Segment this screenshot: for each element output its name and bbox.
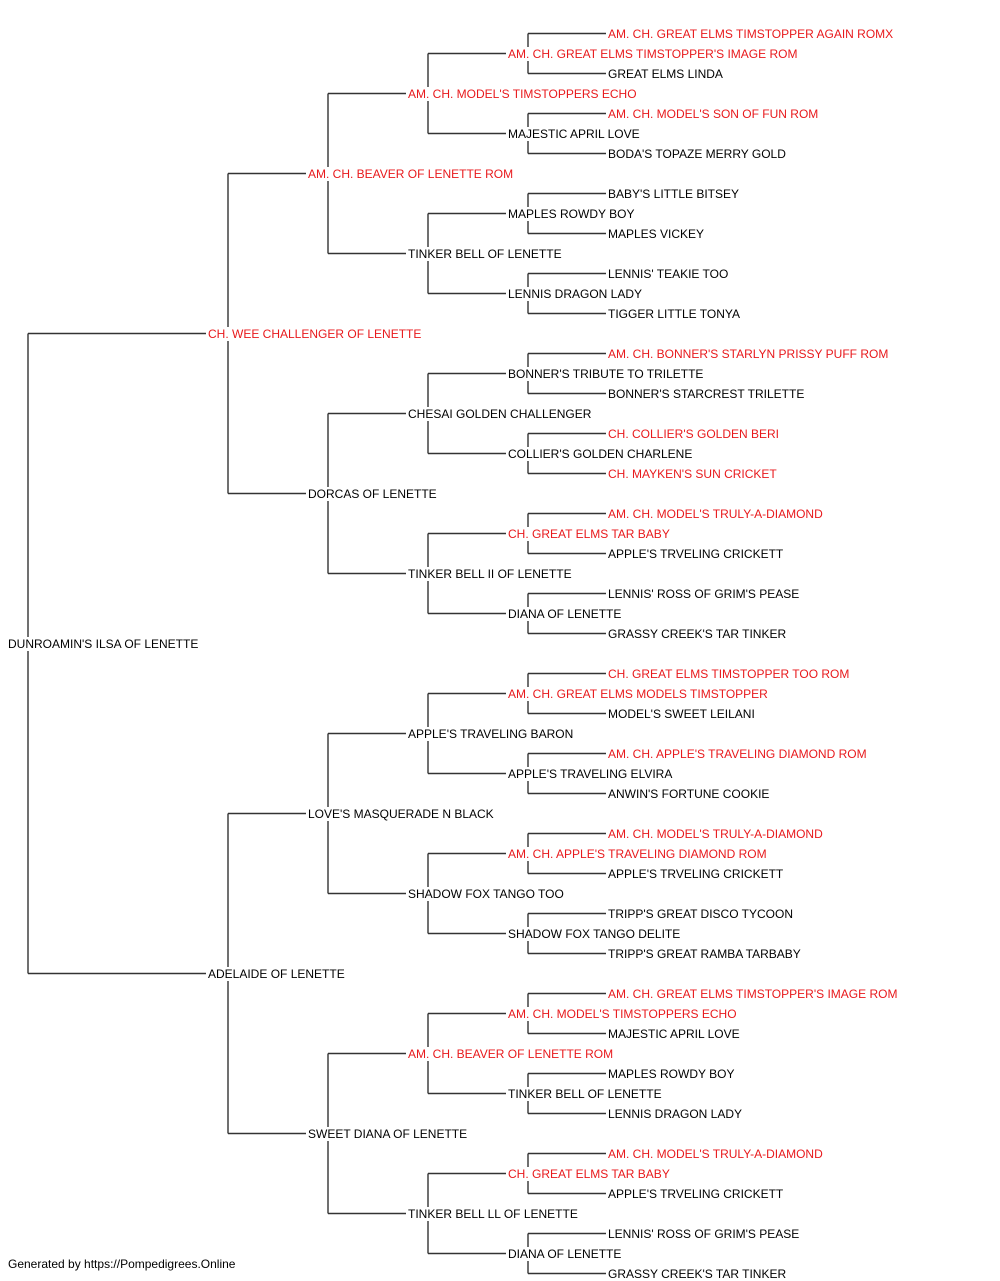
pedigree-entry-gen4: MAPLES ROWDY BOY xyxy=(508,206,635,221)
pedigree-entry-gen5: ANWIN'S FORTUNE COOKIE xyxy=(608,786,770,801)
pedigree-entry-gen5: LENNIS DRAGON LADY xyxy=(608,1106,743,1121)
pedigree-entry-gen5: GREAT ELMS LINDA xyxy=(608,66,723,81)
pedigree-entry-gen4: AM. CH. GREAT ELMS MODELS TIMSTOPPER xyxy=(508,686,768,701)
pedigree-entry-gen5: CH. GREAT ELMS TIMSTOPPER TOO ROM xyxy=(608,666,850,681)
pedigree-entry-gen5: AM. CH. MODEL'S TRULY-A-DIAMOND xyxy=(608,1146,823,1161)
pedigree-entry-gen4: SHADOW FOX TANGO DELITE xyxy=(508,926,681,941)
pedigree-entry-gen5: TIGGER LITTLE TONYA xyxy=(608,306,741,321)
pedigree-entry-gen3: APPLE'S TRAVELING BARON xyxy=(408,726,574,741)
pedigree-entry-gen5: AM. CH. MODEL'S SON OF FUN ROM xyxy=(608,106,819,121)
pedigree-entry-gen4: APPLE'S TRAVELING ELVIRA xyxy=(508,766,673,781)
pedigree-entry-gen1: ADELAIDE OF LENETTE xyxy=(208,966,345,981)
pedigree-entry-gen4: AM. CH. APPLE'S TRAVELING DIAMOND ROM xyxy=(508,846,767,861)
pedigree-entry-gen5: APPLE'S TRVELING CRICKETT xyxy=(608,1186,784,1201)
pedigree-entry-gen3: AM. CH. BEAVER OF LENETTE ROM xyxy=(408,1046,614,1061)
pedigree-entry-gen4: DIANA OF LENETTE xyxy=(508,1246,622,1261)
pedigree-entry-gen4: LENNIS DRAGON LADY xyxy=(508,286,643,301)
pedigree-entry-gen5: LENNIS' TEAKIE TOO xyxy=(608,266,729,281)
pedigree-entry-gen2: SWEET DIANA OF LENETTE xyxy=(308,1126,468,1141)
pedigree-entry-gen2: AM. CH. BEAVER OF LENETTE ROM xyxy=(308,166,514,181)
pedigree-entry-gen4: CH. GREAT ELMS TAR BABY xyxy=(508,1166,670,1181)
pedigree-entry-gen4: COLLIER'S GOLDEN CHARLENE xyxy=(508,446,693,461)
pedigree-entry-gen5: TRIPP'S GREAT RAMBA TARBABY xyxy=(608,946,801,961)
pedigree-entry-gen0: DUNROAMIN'S ILSA OF LENETTE xyxy=(8,637,199,651)
pedigree-entry-gen5: LENNIS' ROSS OF GRIM'S PEASE xyxy=(608,586,800,601)
pedigree-entry-gen5: AM. CH. GREAT ELMS TIMSTOPPER AGAIN ROMX xyxy=(608,26,894,41)
pedigree-entry-gen5: CH. COLLIER'S GOLDEN BERI xyxy=(608,426,779,441)
pedigree-entry-gen3: CHESAI GOLDEN CHALLENGER xyxy=(408,406,592,421)
pedigree-entry-gen5: TRIPP'S GREAT DISCO TYCOON xyxy=(608,906,793,921)
pedigree-entry-gen5: BODA'S TOPAZE MERRY GOLD xyxy=(608,146,786,161)
pedigree-entry-gen3: TINKER BELL II OF LENETTE xyxy=(408,566,572,581)
pedigree-entry-gen5: BONNER'S STARCREST TRILETTE xyxy=(608,386,805,401)
pedigree-entry-gen5: AM. CH. BONNER'S STARLYN PRISSY PUFF ROM xyxy=(608,346,889,361)
pedigree-entry-gen5: AM. CH. APPLE'S TRAVELING DIAMOND ROM xyxy=(608,746,867,761)
pedigree-entry-gen3: SHADOW FOX TANGO TOO xyxy=(408,886,564,901)
pedigree-entry-gen5: MODEL'S SWEET LEILANI xyxy=(608,706,755,721)
pedigree-entry-gen5: AM. CH. GREAT ELMS TIMSTOPPER'S IMAGE RO… xyxy=(608,986,898,1001)
pedigree-entry-gen5: APPLE'S TRVELING CRICKETT xyxy=(608,866,784,881)
pedigree-entry-gen4: BONNER'S TRIBUTE TO TRILETTE xyxy=(508,366,704,381)
pedigree-entry-gen3: AM. CH. MODEL'S TIMSTOPPERS ECHO xyxy=(408,86,637,101)
pedigree-entry-gen5: AM. CH. MODEL'S TRULY-A-DIAMOND xyxy=(608,826,823,841)
pedigree-entry-gen5: CH. MAYKEN'S SUN CRICKET xyxy=(608,466,777,481)
pedigree-entry-gen1: CH. WEE CHALLENGER OF LENETTE xyxy=(208,326,422,341)
pedigree-entry-gen4: MAJESTIC APRIL LOVE xyxy=(508,126,640,141)
pedigree-entry-gen5: APPLE'S TRVELING CRICKETT xyxy=(608,546,784,561)
pedigree-entry-gen4: TINKER BELL OF LENETTE xyxy=(508,1086,662,1101)
pedigree-entry-gen3: TINKER BELL LL OF LENETTE xyxy=(408,1206,578,1221)
pedigree-entry-gen5: MAPLES ROWDY BOY xyxy=(608,1066,735,1081)
pedigree-entry-gen5: BABY'S LITTLE BITSEY xyxy=(608,186,740,201)
pedigree-entry-gen5: LENNIS' ROSS OF GRIM'S PEASE xyxy=(608,1226,800,1241)
pedigree-entry-gen5: GRASSY CREEK'S TAR TINKER xyxy=(608,626,787,641)
pedigree-entry-gen4: CH. GREAT ELMS TAR BABY xyxy=(508,526,670,541)
pedigree-entry-gen2: LOVE'S MASQUERADE N BLACK xyxy=(308,806,494,821)
pedigree-entry-gen5: MAPLES VICKEY xyxy=(608,226,705,241)
pedigree-entry-gen2: DORCAS OF LENETTE xyxy=(308,486,437,501)
pedigree-entry-gen5: MAJESTIC APRIL LOVE xyxy=(608,1026,740,1041)
pedigree-entry-gen5: AM. CH. MODEL'S TRULY-A-DIAMOND xyxy=(608,506,823,521)
pedigree-entry-gen4: DIANA OF LENETTE xyxy=(508,606,622,621)
generated-by-footer: Generated by https://Pompedigrees.Online xyxy=(8,1257,236,1271)
pedigree-entry-gen4: AM. CH. GREAT ELMS TIMSTOPPER'S IMAGE RO… xyxy=(508,46,798,61)
pedigree-entry-gen4: AM. CH. MODEL'S TIMSTOPPERS ECHO xyxy=(508,1006,737,1021)
pedigree-entry-gen5: GRASSY CREEK'S TAR TINKER xyxy=(608,1266,787,1281)
pedigree-entry-gen3: TINKER BELL OF LENETTE xyxy=(408,246,562,261)
